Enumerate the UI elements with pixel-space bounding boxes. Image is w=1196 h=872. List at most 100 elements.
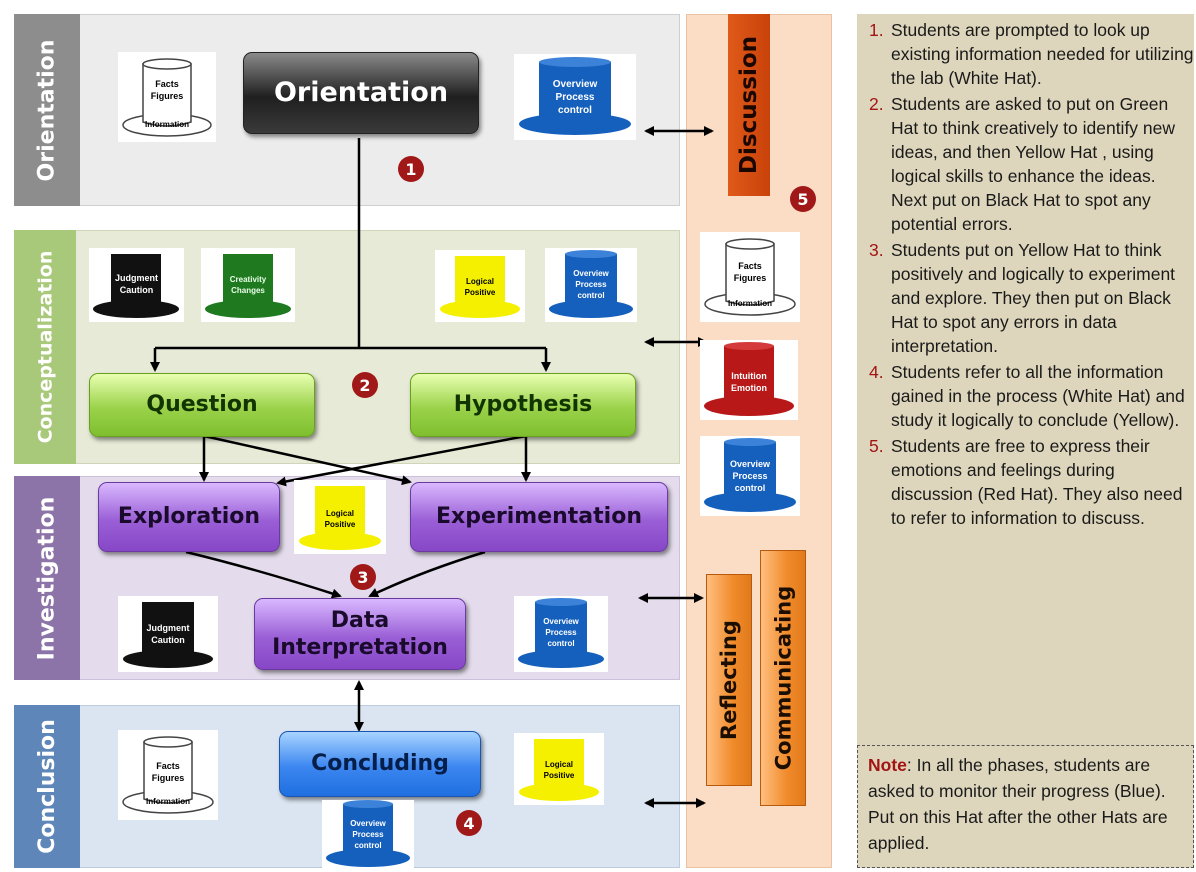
blue-hat-line1: Overview: [552, 79, 598, 90]
step-number: 1.: [869, 20, 884, 40]
step-item: 4.Students refer to all the information …: [857, 360, 1194, 432]
connector-exploration-data: [185, 550, 342, 599]
step-badge-2: 2: [352, 372, 378, 398]
conceptualization-phase-label: Conceptualization: [14, 230, 76, 464]
white-hat-line3: Information: [728, 299, 772, 308]
hypothesis-node-label: Hypothesis: [453, 392, 593, 418]
yellow-hat-line2: Positive: [324, 520, 356, 529]
exploration-node: Exploration: [98, 482, 280, 552]
green-hat-line1: Creativity: [229, 275, 267, 284]
note-label: Note: [868, 755, 907, 775]
step-number: 2.: [869, 94, 884, 114]
black-hat-line2: Caution: [119, 285, 154, 295]
connector-question-experimentation: [203, 434, 412, 486]
experimentation-node: Experimentation: [410, 482, 668, 552]
blue-hat-line3: control: [547, 639, 575, 648]
blue-hat-line2: Process: [352, 830, 384, 839]
blue-hat-line2: Process: [732, 471, 768, 481]
green-hat-line2: Changes: [231, 286, 265, 295]
data-interpretation-label-1: Data: [330, 607, 390, 633]
step-number: 5.: [869, 436, 884, 456]
step-text: Students are free to express their emoti…: [891, 436, 1183, 528]
communicating-bar: Communicating: [760, 550, 806, 806]
conclusion-phase-label: Conclusion: [14, 705, 80, 868]
question-node: Question: [89, 373, 315, 437]
step-item: 2. Students are asked to put on Green Hat…: [857, 92, 1194, 236]
step-item: 3. Students put on Yellow Hat to think po…: [857, 238, 1194, 358]
black-hat-line1: Judgment: [146, 623, 190, 633]
connectors: [150, 126, 714, 808]
step-item: 5. Students are free to express their emo…: [857, 434, 1194, 530]
step-item: 1. Students are prompted to look up exist…: [857, 18, 1194, 90]
white-hat-line1: Facts: [738, 261, 762, 271]
orientation-node: Orientation: [243, 52, 479, 134]
blue-hat-line2: Process: [555, 92, 595, 103]
white-hat-line1: Facts: [155, 79, 179, 89]
blue-hat-line2: Process: [575, 280, 607, 289]
white-hat-line3: Information: [146, 797, 190, 806]
blue-hat-line3: control: [354, 841, 382, 850]
blue-hat-line2: Process: [545, 628, 577, 637]
step-text: Students refer to all the information ga…: [891, 362, 1185, 430]
step-badge-5: 5: [790, 186, 816, 212]
blue-hat-line3: control: [577, 291, 605, 300]
steps-panel: 1. Students are prompted to look up exist…: [857, 14, 1194, 868]
white-hat-line2: Figures: [150, 91, 184, 101]
blue-hat-line3: control: [734, 483, 766, 493]
white-hat-line3: Information: [145, 120, 189, 129]
red-hat-line2: Emotion: [731, 383, 767, 393]
concluding-node: Concluding: [279, 731, 481, 797]
blue-hat-line3: control: [558, 105, 592, 116]
blue-hat-line1: Overview: [573, 269, 609, 278]
step-text: Students put on Yellow Hat to think posi…: [891, 240, 1176, 356]
blue-hat-line1: Overview: [350, 819, 386, 828]
note-text: : In all the phases, students are asked …: [868, 755, 1168, 853]
orientation-node-label: Orientation: [273, 77, 449, 109]
note-box: Note: In all the phases, students are as…: [857, 745, 1194, 868]
yellow-hat-line1: Logical: [544, 760, 573, 769]
step-number: 3.: [869, 240, 884, 260]
red-hat-line1: Intuition: [731, 371, 767, 381]
connector-hypothesis-exploration: [276, 434, 527, 487]
exploration-node-label: Exploration: [117, 504, 261, 530]
data-interpretation-label-2: Interpretation: [272, 635, 448, 660]
white-hat-line1: Facts: [156, 761, 180, 771]
orientation-phase-label: Orientation: [14, 14, 80, 206]
concluding-node-label: Concluding: [311, 751, 449, 777]
discussion-bar: Discussion: [728, 14, 770, 196]
investigation-phase-label: Investigation: [14, 476, 80, 680]
step-text: Students are asked to put on Green Hat t…: [891, 94, 1176, 234]
step-badge-3: 3: [350, 564, 376, 590]
yellow-hat-line2: Positive: [464, 288, 496, 297]
white-hat-line2: Figures: [733, 273, 767, 283]
hypothesis-node: Hypothesis: [410, 373, 636, 437]
white-hat-line2: Figures: [151, 773, 185, 783]
black-hat-line2: Caution: [151, 635, 185, 645]
step-badge-4: 4: [456, 810, 482, 836]
question-node-label: Question: [146, 392, 258, 418]
yellow-hat-line1: Logical: [465, 277, 494, 286]
reflecting-bar: Reflecting: [706, 574, 752, 786]
blue-hat-line1: Overview: [729, 459, 771, 469]
step-badge-1: 1: [398, 156, 424, 182]
black-hat-line1: Judgment: [114, 273, 158, 283]
connector-experimentation-data: [368, 550, 486, 598]
step-text: Students are prompted to look up existin…: [891, 20, 1194, 88]
experimentation-node-label: Experimentation: [436, 504, 642, 530]
